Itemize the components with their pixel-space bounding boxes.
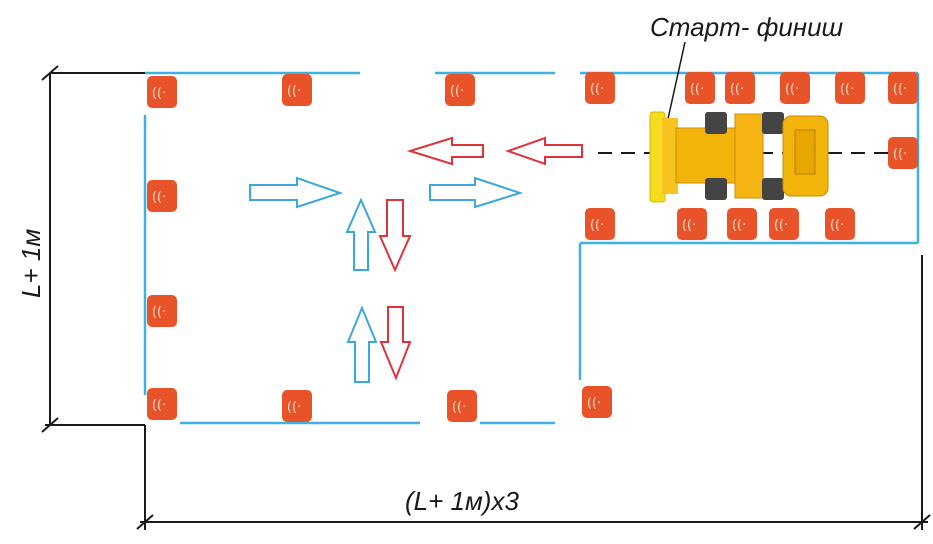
traffic-cone-icon xyxy=(888,137,918,169)
traffic-cone-icon xyxy=(147,295,177,327)
arrow-left-icon xyxy=(406,136,484,166)
traffic-cone-icon xyxy=(725,72,755,104)
arrow-down-icon xyxy=(378,199,412,273)
bottom-dimension-label: (L+ 1м)х3 xyxy=(405,486,519,516)
traffic-cone-icon xyxy=(147,388,177,420)
start-finish-label: Старт- финиш xyxy=(650,12,844,42)
traffic-cone-icon xyxy=(585,208,615,240)
side-dimension-label: L+ 1м xyxy=(16,229,46,298)
traffic-cone-icon xyxy=(780,72,810,104)
direction-arrows xyxy=(249,136,583,383)
traffic-cone-icon xyxy=(282,74,312,106)
traffic-cone-icon xyxy=(585,72,615,104)
arrow-down-icon xyxy=(379,306,412,381)
traffic-cone-icon xyxy=(147,180,177,212)
wheel-loader-icon xyxy=(649,111,829,203)
traffic-cone-icon xyxy=(677,208,707,240)
traffic-cone-icon xyxy=(888,72,918,104)
arrow-right-icon xyxy=(429,176,524,209)
traffic-cone-icon xyxy=(769,208,799,240)
traffic-cone-icon xyxy=(582,386,612,418)
traffic-cone-icon xyxy=(825,208,855,240)
traffic-cone-icon xyxy=(685,72,715,104)
traffic-cone-icon xyxy=(282,390,312,422)
traffic-cone-icon xyxy=(445,74,475,106)
arrow-right-icon xyxy=(249,176,344,209)
arrow-up-icon xyxy=(346,305,378,383)
arrow-up-icon xyxy=(345,197,377,271)
arrow-left-icon xyxy=(504,136,583,166)
traffic-cone-icon xyxy=(727,208,757,240)
traffic-cone-icon xyxy=(447,390,477,422)
traffic-cone-icon xyxy=(147,76,177,108)
traffic-cone-icon xyxy=(835,72,865,104)
dimension-lines xyxy=(41,65,931,530)
